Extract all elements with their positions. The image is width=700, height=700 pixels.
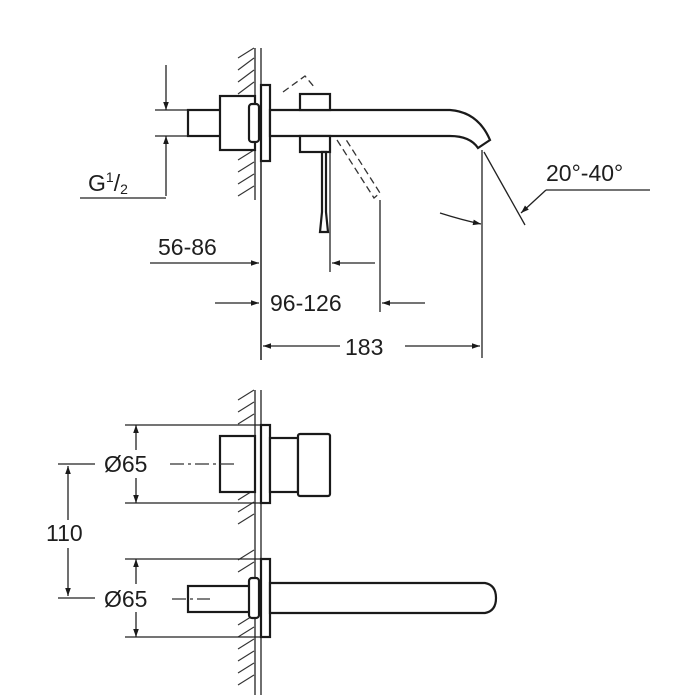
side-view [80,47,650,360]
thread-size-label: G1/2 [88,169,128,197]
handle-distance-dimension: 96-126 [270,290,342,316]
thread-denominator: 2 [120,181,128,197]
spout-length-dimension: 183 [345,334,384,360]
upper-diameter-dimension: Ø65 [104,451,148,477]
thread-prefix: G [88,170,106,196]
spacing-dimension: 110 [46,520,83,546]
angle-label: 20°-40° [546,160,624,186]
thread-numerator: 1 [105,169,114,185]
lower-diameter-dimension: Ø65 [104,586,148,612]
top-view [58,389,498,695]
thread-slash: / [113,170,121,196]
wall-depth-dimension: 56-86 [158,234,217,260]
